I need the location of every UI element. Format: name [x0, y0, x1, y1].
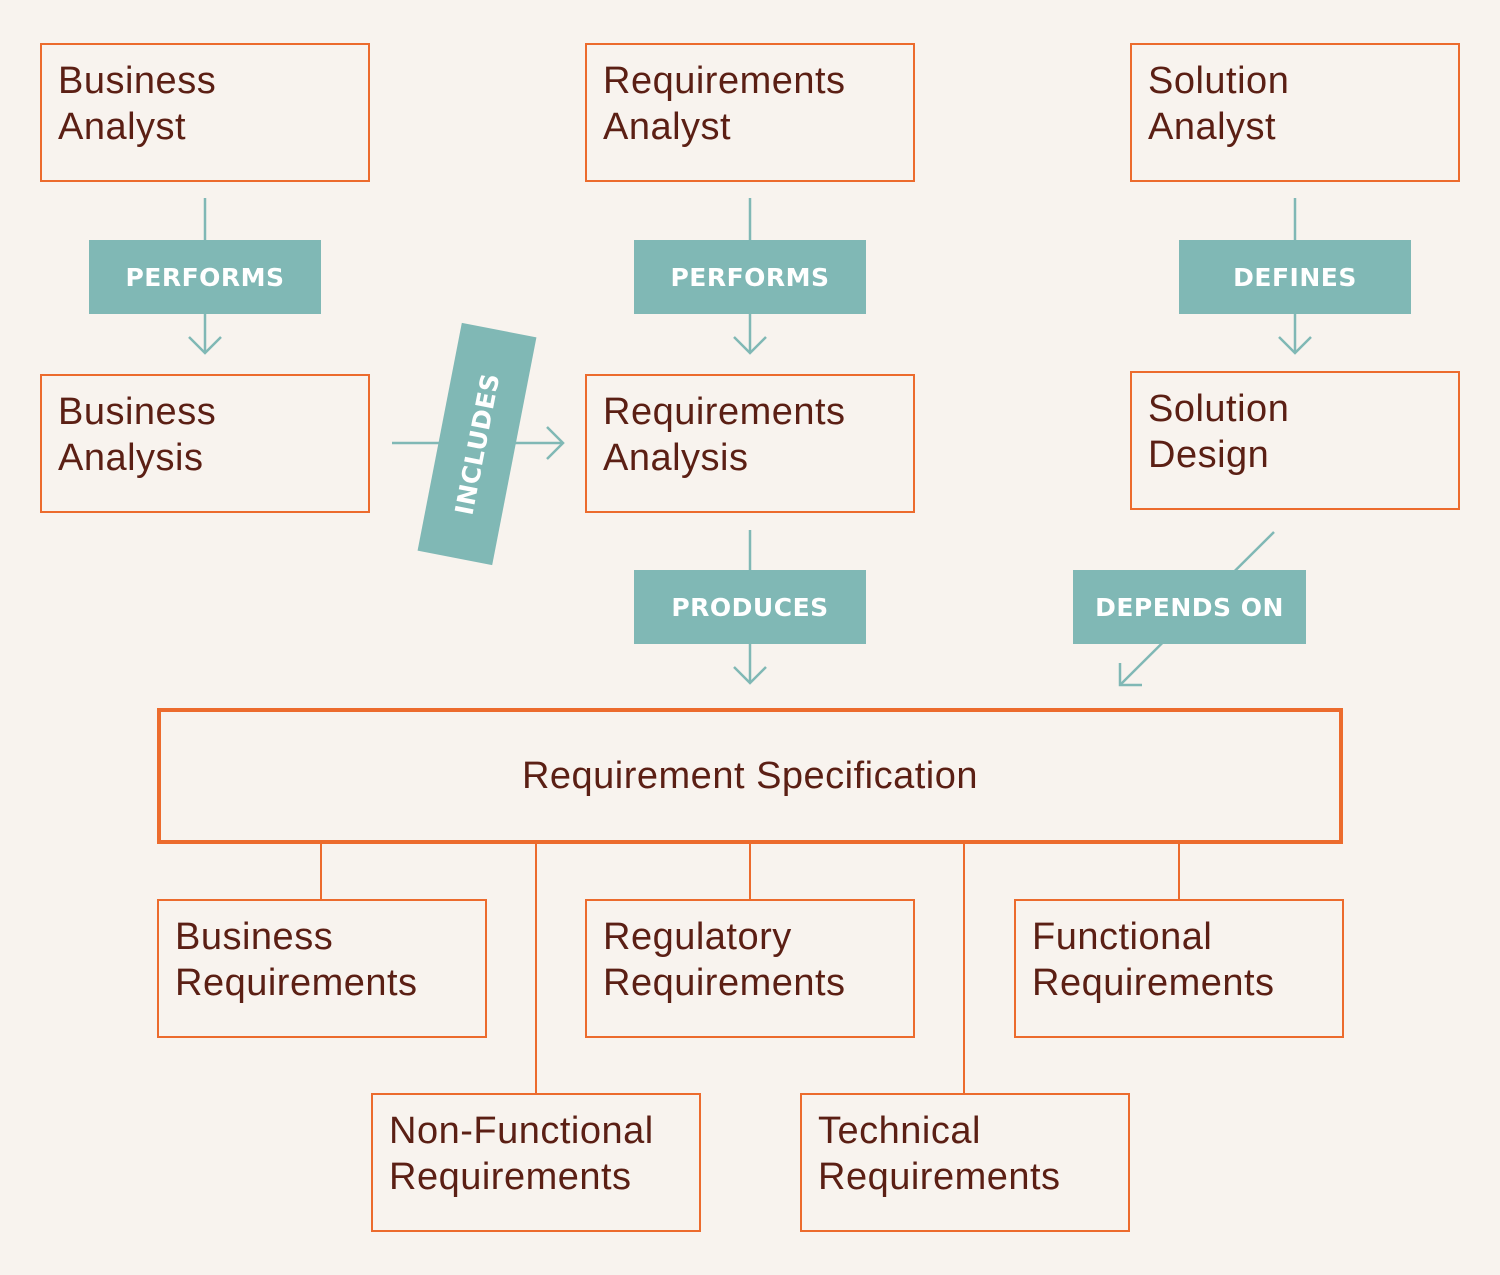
arrowhead-performs-1 — [188, 336, 222, 355]
solution-analyst-box: Solution Analyst — [1130, 43, 1460, 182]
arrowhead-includes — [546, 426, 565, 460]
arrowhead-performs-2 — [733, 336, 767, 355]
arrowhead-defines — [1278, 336, 1312, 355]
requirement-specification-box: Requirement Specification — [157, 708, 1343, 844]
depends-on-label: DEPENDS ON — [1073, 570, 1306, 644]
requirements-analyst-box: Requirements Analyst — [585, 43, 915, 182]
requirements-analysis-box: Requirements Analysis — [585, 374, 915, 513]
functional-requirements-box: Functional Requirements — [1014, 899, 1344, 1038]
regulatory-requirements-box: Regulatory Requirements — [585, 899, 915, 1038]
solution-design-box: Solution Design — [1130, 371, 1460, 510]
business-analyst-box: Business Analyst — [40, 43, 370, 182]
arrowhead-depends-on — [1118, 663, 1142, 687]
non-functional-requirements-box: Non-Functional Requirements — [371, 1093, 701, 1232]
arrowhead-produces — [733, 666, 767, 685]
business-analysis-box: Business Analysis — [40, 374, 370, 513]
technical-requirements-box: Technical Requirements — [800, 1093, 1130, 1232]
defines-label: DEFINES — [1179, 240, 1411, 314]
performs-label-1: PERFORMS — [89, 240, 321, 314]
business-requirements-box: Business Requirements — [157, 899, 487, 1038]
performs-label-2: PERFORMS — [634, 240, 866, 314]
produces-label: PRODUCES — [634, 570, 866, 644]
